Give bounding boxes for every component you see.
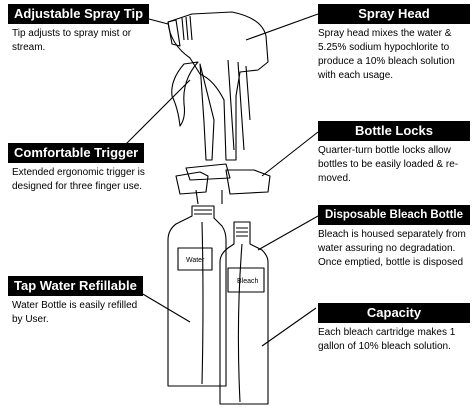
leader-bottle-locks bbox=[261, 131, 319, 177]
leader-bleach-bottle bbox=[257, 215, 319, 251]
spray-tip-text: Tip adjusts to spray mist or stream. bbox=[12, 28, 132, 53]
refillable-title: Tap Water Refillable bbox=[8, 276, 143, 296]
refillable-text: Water Bottle is easily refilled by User. bbox=[12, 300, 138, 325]
water-bottle bbox=[167, 205, 227, 387]
spray-tip-title: Adjustable Spray Tip bbox=[8, 4, 150, 24]
water-label-frame bbox=[177, 247, 213, 271]
capacity-text: Each bleach cartridge makes 1 gallon of … bbox=[318, 327, 456, 352]
bleach-label-frame bbox=[227, 267, 265, 293]
water-bottle-label: Water bbox=[186, 257, 205, 264]
spray-tip-shape bbox=[167, 19, 181, 47]
trigger-shape bbox=[171, 61, 199, 127]
trigger-title: Comfortable Trigger bbox=[8, 143, 145, 163]
capacity-title: Capacity bbox=[318, 303, 470, 323]
bottle-locks-text: Quarter-turn bottle locks allow bottles … bbox=[318, 145, 459, 184]
leader-capacity bbox=[261, 307, 317, 347]
spray-head-title: Spray Head bbox=[318, 4, 470, 24]
leader-refillable bbox=[135, 289, 191, 323]
leader-spray-head bbox=[245, 13, 319, 41]
spray-head-text: Spray head mixes the water & 5.25% sodiu… bbox=[318, 28, 455, 81]
bleach-bottle-label: Bleach bbox=[237, 278, 259, 285]
spray-head-shape bbox=[167, 11, 269, 161]
bleach-bottle-text: Bleach is housed separately from water a… bbox=[318, 229, 466, 268]
bleach-bottle bbox=[219, 221, 269, 405]
bottle-locks-title: Bottle Locks bbox=[318, 121, 470, 141]
leader-trigger bbox=[117, 79, 191, 153]
bleach-bottle-title: Disposable Bleach Bottle bbox=[318, 205, 470, 225]
bottle-lock-right bbox=[225, 169, 271, 195]
trigger-text: Extended ergonomic trigger is designed f… bbox=[12, 167, 145, 192]
bottle-lock-left bbox=[175, 171, 209, 195]
